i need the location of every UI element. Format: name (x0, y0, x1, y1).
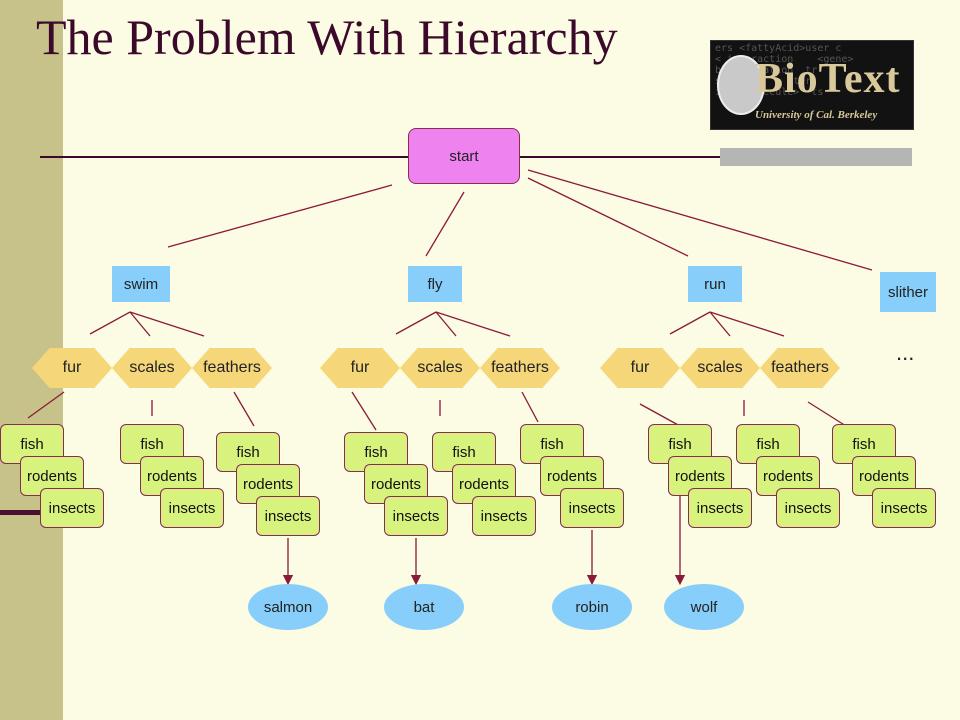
diet-insects-3: insects (384, 496, 448, 536)
edge-cat-scales-1 (435, 311, 457, 337)
trait-scales-2: scales (680, 348, 760, 388)
animal-robin: robin (552, 584, 632, 630)
university-seal-icon (717, 55, 765, 115)
diet-insects-5: insects (560, 488, 624, 528)
trait-scales-1: scales (400, 348, 480, 388)
category-run: run (688, 266, 742, 302)
edge-start-run (527, 177, 689, 257)
edge-cat-feathers-0 (129, 311, 205, 337)
category-slither: slither (880, 272, 936, 312)
edge-start-slither (527, 169, 873, 271)
edge-fur-stack-3 (351, 391, 377, 431)
edge-cat-feathers-1 (435, 311, 511, 337)
edge-fur-stack-0 (27, 391, 65, 419)
animal-salmon: salmon (248, 584, 328, 630)
edge-feathers-stack-8 (807, 401, 847, 427)
edge-cat-scales-2 (709, 311, 731, 337)
trait-feathers-1: feathers (480, 348, 560, 388)
biotext-logo: ers <fattyAcid>user c < interaction <gen… (710, 40, 914, 130)
diet-insects-0: insects (40, 488, 104, 528)
diet-insects-2: insects (256, 496, 320, 536)
trait-fur-2: fur (600, 348, 680, 388)
trait-feathers-0: feathers (192, 348, 272, 388)
edge-cat-feathers-2 (709, 311, 785, 337)
trait-fur-1: fur (320, 348, 400, 388)
logo-name: BioText (755, 56, 901, 102)
edge-start-fly (425, 191, 465, 257)
left-accent-stripe (0, 510, 40, 515)
page-title: The Problem With Hierarchy (36, 9, 618, 65)
trait-feathers-2: feathers (760, 348, 840, 388)
node-start: start (408, 128, 520, 184)
trait-scales-0: scales (112, 348, 192, 388)
diet-insects-4: insects (472, 496, 536, 536)
category-fly: fly (408, 266, 462, 302)
diet-insects-1: insects (160, 488, 224, 528)
diet-insects-7: insects (776, 488, 840, 528)
rule-gray-band (720, 148, 912, 166)
trait-fur-0: fur (32, 348, 112, 388)
edge-cat-fur-2 (669, 311, 711, 335)
animal-wolf: wolf (664, 584, 744, 630)
edge-cat-fur-0 (89, 311, 131, 335)
edge-feathers-stack-2 (233, 391, 255, 427)
diet-insects-6: insects (688, 488, 752, 528)
edge-cat-fur-1 (395, 311, 437, 335)
diet-insects-8: insects (872, 488, 936, 528)
edge-cat-scales-0 (129, 311, 151, 337)
edge-feathers-stack-5 (521, 391, 539, 423)
category-swim: swim (112, 266, 170, 302)
edge-start-swim (167, 184, 393, 248)
logo-subtitle: University of Cal. Berkeley (755, 109, 878, 121)
edge-fur-stack-6 (639, 403, 681, 427)
animal-bat: bat (384, 584, 464, 630)
more-ellipsis: ... (896, 340, 915, 365)
